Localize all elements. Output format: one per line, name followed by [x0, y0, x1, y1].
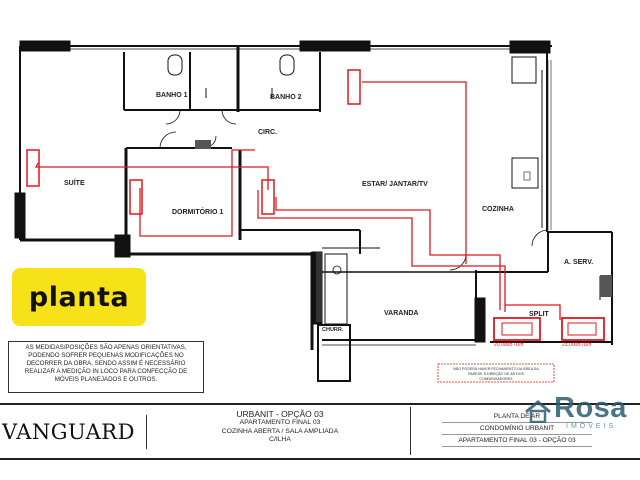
label-circ: CIRC. [258, 129, 277, 136]
condenser-note-2: PAREDE À DIREÇÃO DE AR DOS [468, 371, 524, 376]
label-cozinha: COZINHA [482, 206, 514, 213]
sheet-info: PLANTA DE AR CONDOMÍNIO URBANIT APARTAME… [442, 411, 592, 447]
watermark-name: Rosa [554, 392, 627, 424]
watermark-sub: IMÓVEIS [566, 423, 617, 430]
label-estar: ESTAR/ JANTAR/TV [362, 181, 428, 188]
title-block-divider [410, 407, 411, 455]
label-varanda: VARANDA [384, 310, 418, 317]
disclaimer-line: MÓVEIS PLANEJADOS E OUTROS. [54, 376, 158, 383]
ac-lines [34, 81, 561, 320]
disclaimer-line: PODENDO SOFRER PEQUENAS MODIFICAÇÕES NO [28, 352, 184, 359]
label-banho2: BANHO 2 [270, 94, 302, 101]
label-aserv: A. SERV. [564, 259, 593, 266]
label-suite: SUÍTE [64, 178, 85, 187]
unit-capacity-right: 23.000BTU/h [562, 342, 592, 348]
planta-badge-text: planta [28, 281, 130, 313]
project-info: URBANIT - OPÇÃO 03 APARTAMENTO FINAL 03 … [150, 409, 410, 445]
ac-unit-estar [261, 179, 275, 215]
project-line: APARTAMENTO FINAL 03 [239, 419, 321, 426]
condenser-note-1: NÃO PODERÁ HAVER FECHAMENTO DA ÁREA DA [453, 366, 539, 371]
ac-unit-dormitorio [129, 179, 143, 215]
project-line: C/ILHA [269, 436, 291, 443]
disclaimer-box: AS MEDIDAS/POSIÇÕES SÃO APENAS ORIENTATI… [8, 341, 204, 393]
project-line: COZINHA ABERTA / SALA AMPLIADA [221, 427, 339, 435]
disclaimer-line: DECORRER DA OBRA, SENDO ASSIM É NECESSÁR… [26, 360, 186, 367]
project-title: URBANIT - OPÇÃO 03 [236, 409, 324, 419]
label-churr: CHURR. [322, 327, 344, 333]
sheet-line: APARTAMENTO FINAL 03 - OPÇÃO 03 [442, 435, 592, 447]
floor-plan: BANHO 1 BANHO 2 CIRC. SUÍTE DORMITÓRIO 1… [14, 40, 613, 383]
disclaimer-line: AS MEDIDAS/POSIÇÕES SÃO APENAS ORIENTATI… [25, 344, 187, 351]
condenser-left [493, 317, 541, 341]
ac-unit-banho [347, 69, 361, 105]
evaporator-units [26, 69, 361, 215]
condenser-units [493, 317, 605, 341]
disclaimer-line: REALIZAR A MEDIÇÃO IN LOCO PARA CONFECÇÃ… [24, 368, 188, 375]
brand-logo: VANGUARD [2, 415, 147, 449]
label-banho1: BANHO 1 [156, 92, 188, 99]
label-dormitorio: DORMITÓRIO 1 [172, 207, 223, 216]
ac-unit-suite [26, 149, 40, 187]
sheet-line: PLANTA DE AR [442, 411, 592, 423]
condenser-note-3: CONDENSADORES [479, 377, 513, 381]
condenser-right [561, 317, 605, 341]
hatch-blocks [195, 140, 612, 322]
walls [14, 40, 613, 382]
title-block: VANGUARD URBANIT - OPÇÃO 03 APARTAMENTO … [0, 403, 640, 460]
label-split: SPLIT [529, 311, 550, 318]
unit-capacity-left: 20.000BTU/h [494, 342, 524, 348]
sheet-line: CONDOMÍNIO URBANIT [442, 423, 592, 435]
house-icon [525, 400, 551, 423]
planta-badge: planta [12, 268, 146, 326]
